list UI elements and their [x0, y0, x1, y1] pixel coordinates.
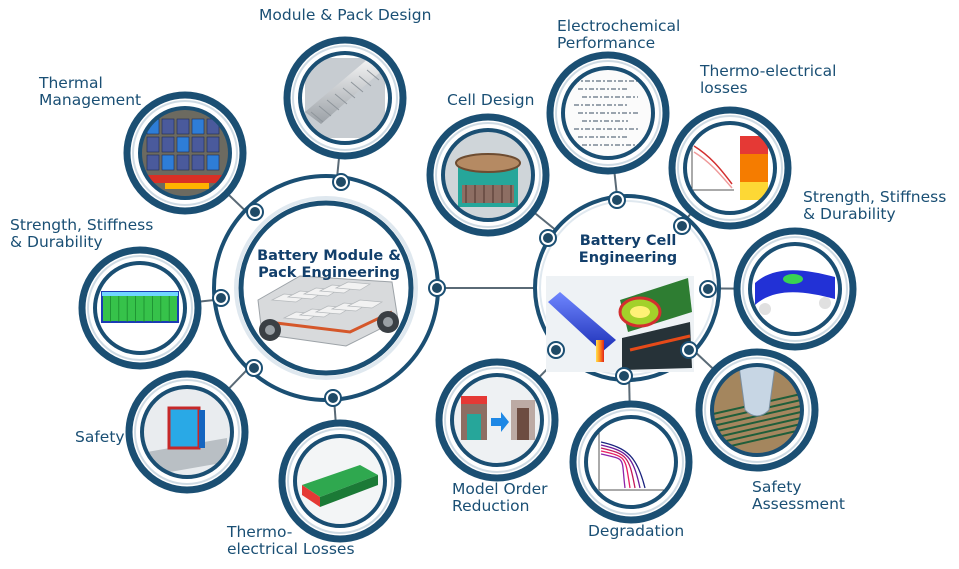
connector-dot-core: [249, 363, 259, 373]
node-model-order-reduction: [435, 358, 559, 482]
module-temperature-image: [296, 437, 384, 525]
node-safety: [125, 370, 249, 494]
node-cell-design: [426, 113, 550, 237]
nail-penetration-image: [712, 365, 802, 454]
hub-module: [212, 174, 440, 402]
label-thermo-module: Thermo- electrical Losses: [227, 523, 355, 558]
label-strength-module: Strength, Stiffness & Durability: [10, 216, 154, 251]
connector-dot-core: [703, 284, 713, 294]
cell-cutaway-image: [444, 131, 532, 219]
node-electrochemical: [546, 51, 670, 175]
full-to-reduced-model-image: [453, 376, 541, 464]
pack-frame-stress-image: [96, 264, 184, 352]
cylinder-bending-image: [751, 245, 839, 333]
pack-crush-image: [143, 388, 231, 476]
loss-curves-contour-image: [686, 124, 774, 212]
connector-dot-core: [684, 345, 694, 355]
label-degradation: Degradation: [588, 522, 685, 540]
node-thermo-module: [278, 419, 402, 543]
connector-dots: [212, 173, 717, 407]
connector-dot-core: [336, 177, 346, 187]
capacity-fade-curves-image: [587, 418, 675, 506]
heat-sink-fins-image: [305, 58, 385, 138]
label-thermal-management: Thermal Management: [39, 74, 142, 109]
node-strength-module: [78, 246, 202, 370]
equations-sheet-image: [564, 69, 652, 157]
label-cell-design: Cell Design: [447, 91, 535, 109]
connector-dot-core: [328, 393, 338, 403]
cell-simulation-image: [546, 276, 694, 372]
cell-rack-thermal-map-image: [141, 109, 229, 197]
hub-title-module: Battery Module & Pack Engineering: [257, 248, 401, 281]
node-thermal-management: [123, 91, 247, 215]
label-module-pack-design: Module & Pack Design: [259, 6, 432, 24]
connector-dot-core: [677, 221, 687, 231]
connector-dot-core: [432, 283, 442, 293]
connector-dot-core: [619, 371, 629, 381]
node-degradation: [569, 400, 693, 524]
label-electrochemical: Electrochemical Performance: [557, 17, 681, 52]
node-thermo-cell: [668, 106, 792, 230]
connector-dot-core: [551, 345, 561, 355]
label-thermo-cell: Thermo-electrical losses: [700, 62, 837, 97]
connector-dot-core: [250, 207, 260, 217]
node-strength-cell: [733, 227, 857, 351]
node-module-pack-design: [283, 36, 407, 160]
hub-title-cell: Battery Cell Engineering: [578, 233, 678, 266]
connector-dot-core: [216, 293, 226, 303]
label-strength-cell: Strength, Stiffness & Durability: [803, 188, 947, 223]
label-safety: Safety: [75, 428, 125, 446]
node-safety-assessment: [695, 348, 819, 472]
label-safety-assessment: Safety Assessment: [752, 478, 845, 513]
label-model-order-reduction: Model Order Reduction: [452, 480, 548, 515]
connector-dot-core: [543, 233, 553, 243]
pack-chassis-image: [257, 275, 399, 347]
connector-dot-core: [612, 195, 622, 205]
